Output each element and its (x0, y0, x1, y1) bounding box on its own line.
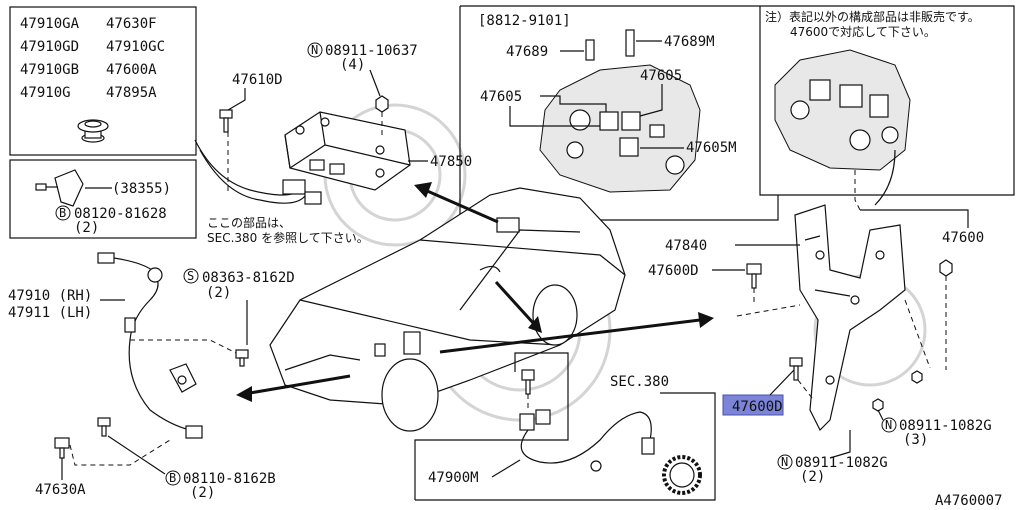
label-08911-1082g-a-qty: (3) (903, 432, 928, 448)
hydraulic-unit-inset-icon (539, 29, 701, 193)
inset-note-line2: 47600で対応して下さい。 (790, 25, 936, 39)
label-08363-8162d-qty: (2) (206, 285, 231, 301)
screw-icon (235, 349, 249, 367)
bracket-38355-icon (35, 169, 84, 207)
label-47689m: 47689M (664, 34, 715, 50)
prefix-n-3: N (781, 455, 788, 469)
tone-ring-icon (662, 455, 702, 495)
bolt-47630a-icon (54, 437, 70, 459)
label-47900m: 47900M (428, 470, 479, 486)
legend-part-1: 47910GA (20, 16, 80, 32)
part-38355-label: (38355) (112, 181, 171, 197)
sec380-frame-right (415, 392, 716, 501)
bolt-08110-icon (97, 417, 111, 437)
inset-box: [8812-9101] 注）表記以外の構成部品は非販売です。 47600で対応し… (459, 5, 1015, 246)
label-08911-1082g-b-qty: (2) (800, 469, 825, 485)
bolt-47610d-icon (219, 109, 233, 133)
sec380-frame (414, 352, 569, 500)
control-unit-icon (284, 111, 411, 191)
diagram-id: A4760007 (935, 493, 1002, 509)
label-08110-8162b-qty: (2) (190, 485, 215, 501)
rear-sensor-icon (519, 369, 655, 472)
label-47910: 47910 (RH) (8, 288, 92, 304)
legend-part-6: 47600A (106, 62, 157, 78)
car-body-icon (269, 187, 626, 432)
bolt-47600d-icon (746, 263, 762, 289)
label-47600d-highlighted[interactable]: 47600D (732, 399, 783, 415)
prefix-b-1: B (59, 206, 66, 220)
nut-lower-a-icon (911, 370, 923, 384)
label-sec380: SEC.380 (610, 374, 669, 390)
nut-icon (375, 95, 389, 113)
label-47689: 47689 (506, 44, 548, 60)
wheel-sensor-harness-icon (97, 252, 203, 439)
bolt-lower-icon (789, 357, 803, 381)
legend-box: 47910GA 47630F 47910GD 47910GC 47910GB 4… (9, 6, 197, 156)
legend-part-4: 47910GC (106, 39, 165, 55)
label-47840: 47840 (665, 238, 707, 254)
label-47911: 47911 (LH) (8, 305, 92, 321)
label-08911-10637: 08911-10637 (325, 43, 418, 59)
legend-part-7: 47910G (20, 85, 71, 101)
highlight-box (722, 394, 784, 416)
direction-arrows (236, 182, 714, 402)
nut-right-icon (939, 259, 953, 277)
bolt-08120-label: 08120-81628 (74, 206, 167, 222)
label-08911-1082g-b: 08911-1082G (795, 455, 888, 471)
label-08911-10637-qty: (4) (340, 57, 365, 73)
harness-icon (194, 139, 322, 205)
note-sec380-line1: ここの部品は、 (207, 215, 291, 230)
bolt-box: (38355) B 08120-81628 (2) (9, 159, 197, 239)
label-08911-1082g-a: 08911-1082G (899, 418, 992, 434)
hydraulic-unit-right-icon (774, 49, 911, 206)
label-47605m: 47605M (686, 140, 737, 156)
prefix-b-2: B (169, 471, 176, 485)
label-47600d-top: 47600D (648, 263, 699, 279)
bracket-47840-icon (794, 204, 906, 432)
label-47850: 47850 (430, 154, 472, 170)
inset-note-line1: 注）表記以外の構成部品は非販売です。 (765, 9, 980, 24)
inset-range: [8812-9101] (478, 13, 571, 29)
prefix-n-2: N (885, 418, 892, 432)
legend-part-5: 47910GB (20, 62, 79, 78)
prefix-s-1: S (187, 269, 194, 283)
label-47605-left: 47605 (480, 89, 522, 105)
label-47605-right: 47605 (640, 68, 682, 84)
legend-part-3: 47910GD (20, 39, 79, 55)
label-08363-8162d: 08363-8162D (202, 270, 295, 286)
label-08110-8162b: 08110-8162B (183, 471, 276, 487)
prefix-n-1: N (311, 43, 318, 57)
legend-part-2: 47630F (106, 16, 157, 32)
bolt-08120-qty: (2) (74, 220, 99, 236)
legend-part-8: 47895A (106, 85, 157, 101)
label-47630a: 47630A (35, 482, 86, 498)
grommet-icon (77, 119, 109, 143)
label-47610d: 47610D (232, 72, 283, 88)
nut-lower-b-icon (872, 398, 884, 412)
note-sec380-line2: SEC.380 を参照して下さい。 (207, 230, 369, 245)
label-47600: 47600 (942, 230, 984, 246)
